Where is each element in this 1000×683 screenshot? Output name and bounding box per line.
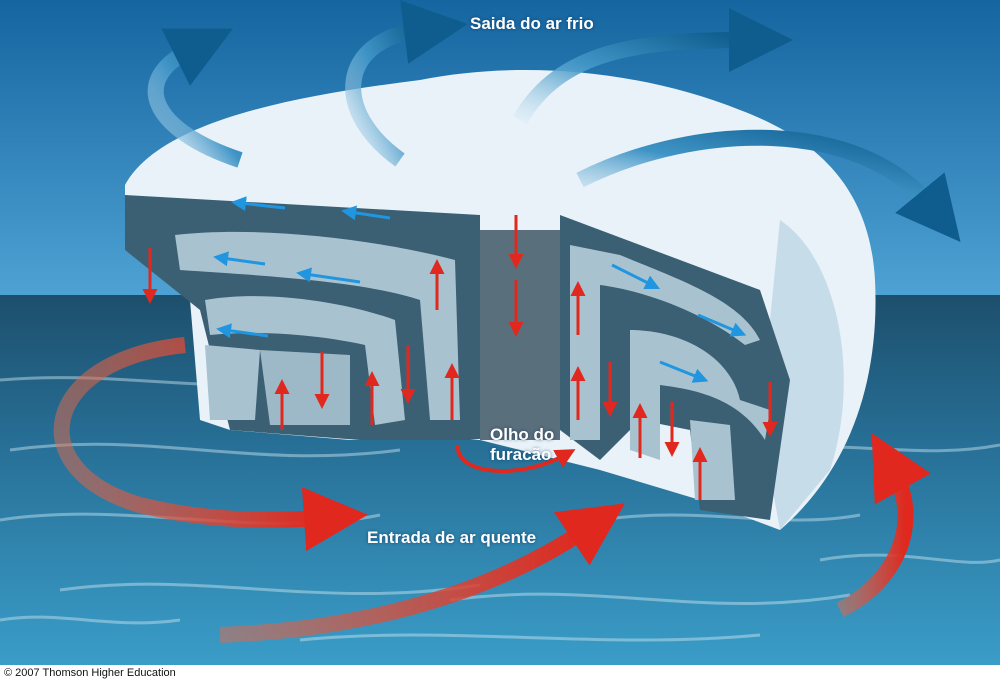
internal-blue-arrows (213, 196, 747, 383)
eye-label: Olho do furacão (490, 425, 554, 465)
eye-rotation-arrow (455, 444, 576, 473)
outflow-label: Saida do ar frio (470, 14, 594, 33)
internal-red-arrows (142, 215, 778, 500)
cold-outflow-arrows (147, 0, 961, 243)
warm-inflow-arrows (53, 337, 931, 643)
eye-wall (480, 230, 560, 440)
eye-label-line2: furacão (490, 445, 552, 464)
copyright-credit: © 2007 Thomson Higher Education (4, 667, 176, 679)
inflow-label: Entrada de ar quente (367, 528, 537, 547)
eye-label-line1: Olho do (490, 425, 555, 444)
